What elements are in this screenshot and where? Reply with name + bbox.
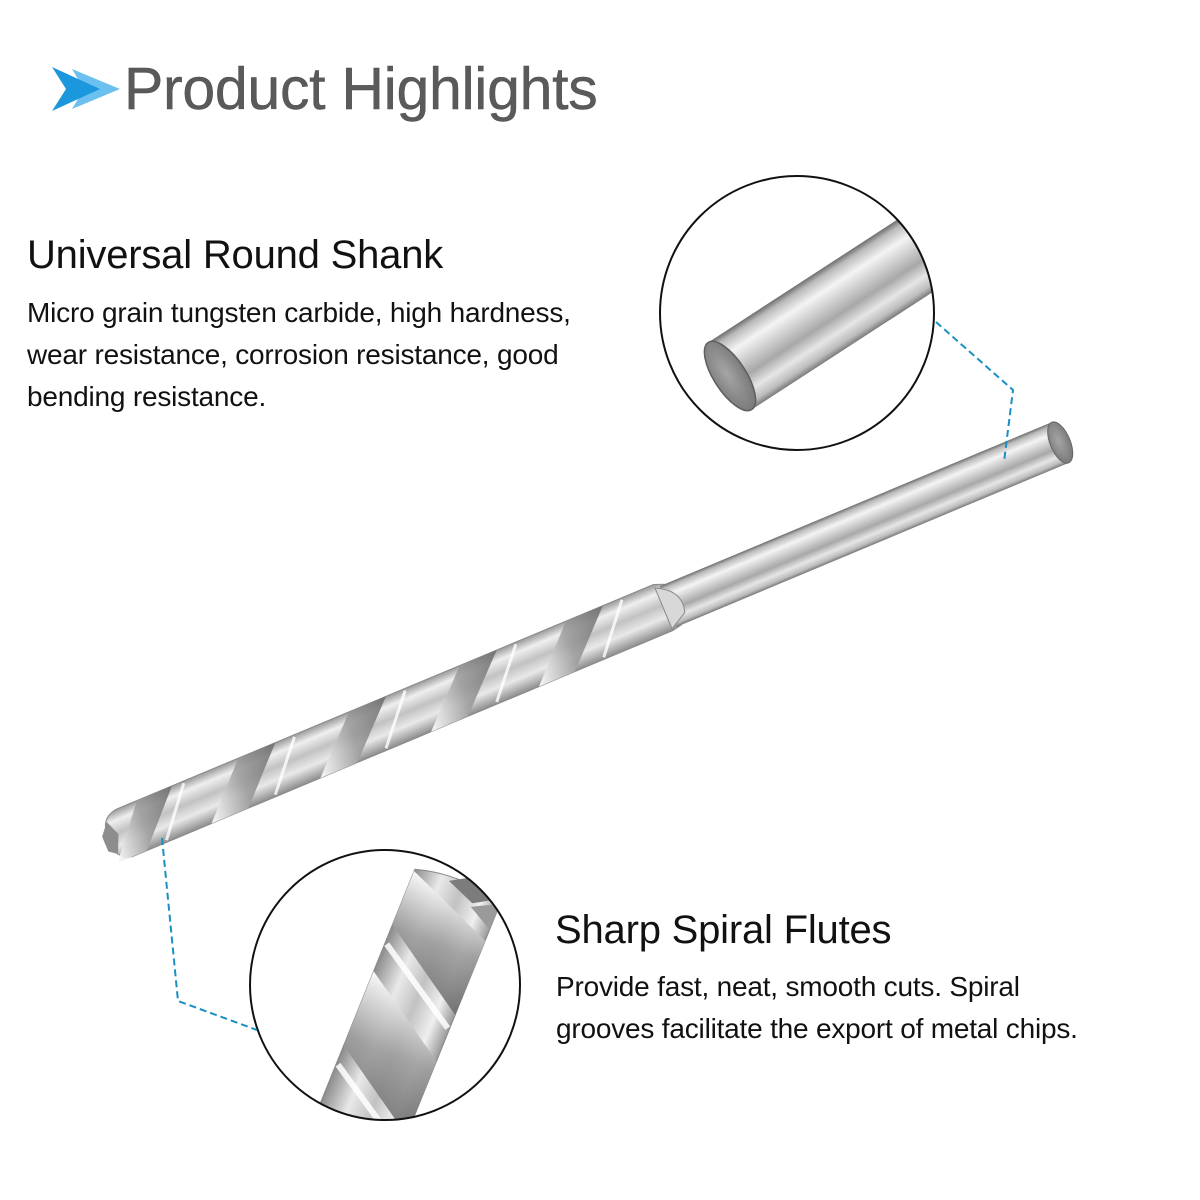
description-line: Provide fast, neat, smooth cuts. Spiral (556, 971, 1020, 1002)
shank-closeup (703, 176, 934, 412)
section-header: Product Highlights (50, 55, 598, 122)
description-line: Micro grain tungsten carbide, high hardn… (27, 297, 571, 328)
drill-bit (102, 421, 1074, 863)
description-line: wear resistance, corrosion resistance, g… (27, 339, 559, 370)
feature-description-spiral-flutes: Provide fast, neat, smooth cuts. Spiral … (556, 966, 1078, 1050)
feature-title-spiral-flutes: Sharp Spiral Flutes (555, 908, 892, 952)
description-line: grooves facilitate the export of metal c… (556, 1013, 1078, 1044)
description-line: bending resistance. (27, 381, 267, 412)
page-title: Product Highlights (124, 55, 598, 122)
flute-closeup (286, 868, 501, 1120)
double-arrow-right-icon (52, 67, 120, 111)
feature-title-round-shank: Universal Round Shank (27, 233, 444, 277)
shank-closeup-frame (659, 175, 935, 451)
shank-callout-line (935, 321, 1015, 463)
feature-description-round-shank: Micro grain tungsten carbide, high hardn… (27, 292, 571, 418)
flute-closeup-frame (249, 849, 521, 1121)
flute-callout-line (161, 837, 258, 1031)
